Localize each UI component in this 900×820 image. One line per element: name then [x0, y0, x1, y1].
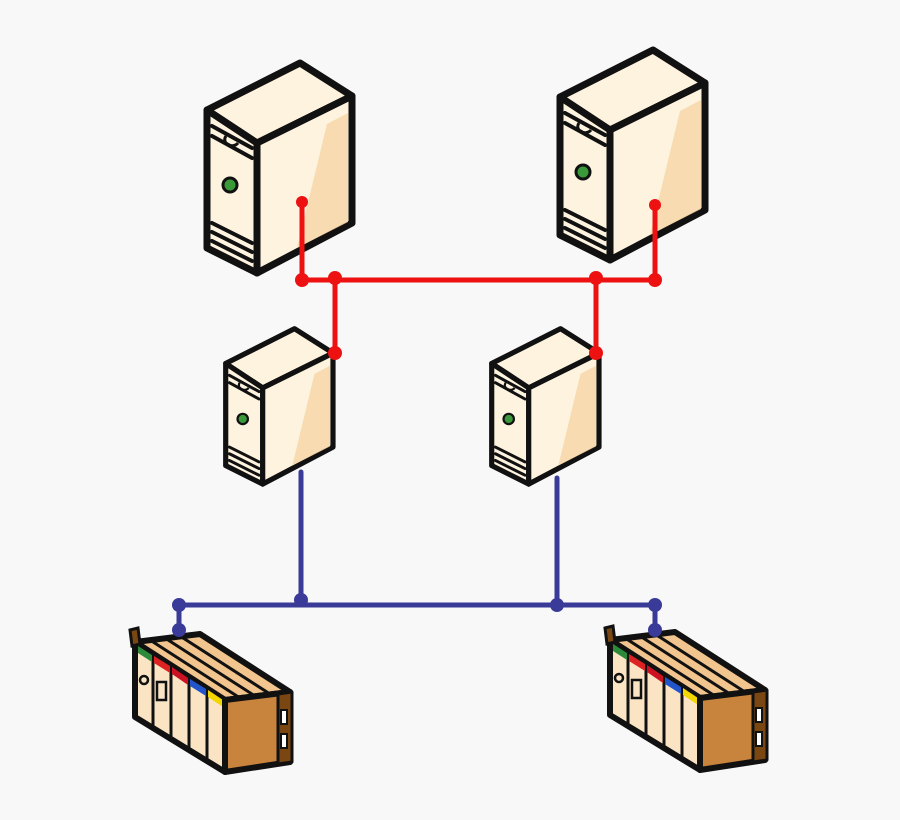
server-mid-left — [226, 329, 333, 484]
plc-rack-icon — [605, 626, 767, 770]
upper-node — [295, 273, 309, 287]
plc-bottom-right — [605, 626, 767, 770]
upper-node — [328, 271, 342, 285]
upper-network — [295, 196, 662, 360]
lower-node — [648, 598, 662, 612]
lower-network-nodes — [172, 593, 662, 637]
upper-node — [648, 273, 662, 287]
upper-node — [649, 199, 661, 211]
lower-node — [294, 593, 308, 607]
lower-node — [172, 598, 186, 612]
server-top-right — [560, 50, 705, 260]
tower-server-icon — [492, 329, 599, 484]
upper-node — [328, 346, 342, 360]
upper-node — [589, 346, 603, 360]
upper-node — [589, 271, 603, 285]
server-mid-right — [492, 329, 599, 484]
plc-rack-icon — [130, 628, 292, 772]
plc-bottom-left — [130, 628, 292, 772]
server-top-left — [207, 63, 352, 273]
lower-node — [648, 623, 662, 637]
upper-node — [296, 196, 308, 208]
upper-network-nodes — [295, 196, 662, 360]
lower-network — [172, 469, 662, 637]
lower-node — [550, 598, 564, 612]
tower-server-icon — [560, 50, 705, 260]
tower-server-icon — [226, 329, 333, 484]
tower-server-icon — [207, 63, 352, 273]
lower-node — [172, 623, 186, 637]
